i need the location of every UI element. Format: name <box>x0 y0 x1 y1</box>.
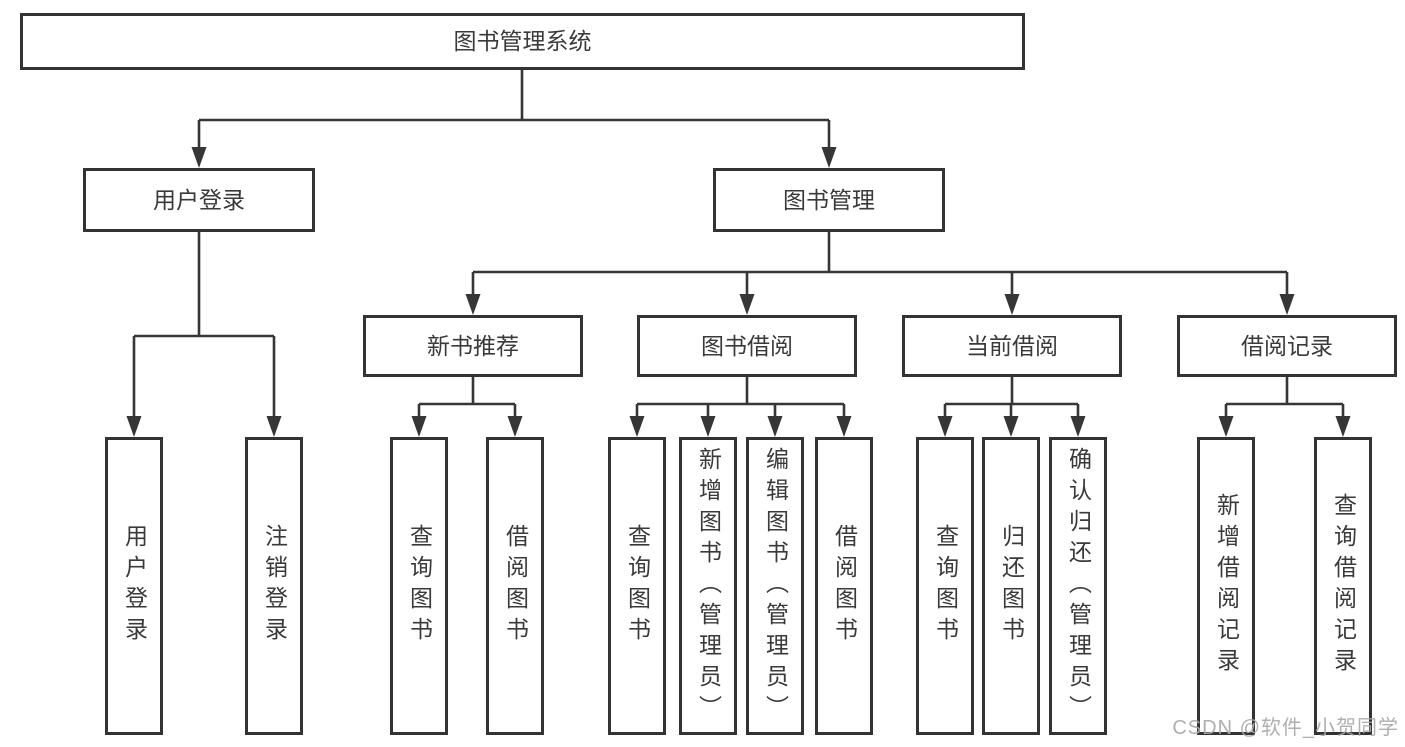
node-label: 借阅图书 <box>831 524 858 648</box>
leaf-query-books-borrow: 查询图书 <box>608 437 666 735</box>
connector-borrow-record-branch <box>1218 377 1351 437</box>
leaf-add-books-admin: 新增图书（管理员） <box>679 437 737 735</box>
node-label: 新书推荐 <box>427 332 519 359</box>
connector-book-borrow-branch <box>629 377 852 437</box>
leaf-query-books-recommend: 查询图书 <box>390 437 448 735</box>
arrowhead <box>411 416 427 437</box>
arrowhead <box>700 416 716 437</box>
connector-current-borrow-branch <box>937 377 1086 437</box>
node-label: 图书管理系统 <box>453 28 592 54</box>
arrowhead <box>1003 416 1019 437</box>
arrowhead <box>1218 416 1234 437</box>
node-label: 用户登录 <box>153 186 245 213</box>
node-label: 归还图书 <box>998 524 1025 648</box>
node-current-borrow: 当前借阅 <box>902 315 1122 377</box>
connector-new-book-branch <box>411 377 523 437</box>
node-new-book-recommend: 新书推荐 <box>363 315 583 377</box>
leaf-return-books: 归还图书 <box>982 437 1040 735</box>
leaf-edit-books-admin: 编辑图书（管理员） <box>746 437 804 735</box>
node-label: 查询图书 <box>932 524 959 648</box>
connector-root-to-level2 <box>191 70 837 168</box>
arrowhead <box>1279 294 1295 315</box>
leaf-logout: 注销登录 <box>245 437 303 735</box>
arrowhead <box>126 416 142 437</box>
arrowhead <box>767 416 783 437</box>
leaf-user-login: 用户登录 <box>105 437 163 735</box>
connector-user-login-branch <box>126 232 282 437</box>
arrowhead <box>465 294 481 315</box>
node-label: 图书管理 <box>783 186 875 213</box>
node-book-management-system: 图书管理系统 <box>20 13 1025 70</box>
node-user-login: 用户登录 <box>83 168 315 232</box>
node-label: 确认归还（管理员） <box>1065 446 1092 726</box>
leaf-query-borrow-record: 查询借阅记录 <box>1314 437 1372 735</box>
node-label: 查询借阅记录 <box>1330 493 1357 679</box>
node-label: 借阅记录 <box>1241 332 1333 359</box>
arrowhead <box>739 294 755 315</box>
leaf-confirm-return-admin: 确认归还（管理员） <box>1049 437 1107 735</box>
arrowhead <box>1004 294 1020 315</box>
arrowhead <box>266 416 282 437</box>
node-label: 注销登录 <box>261 524 288 648</box>
arrowhead <box>836 416 852 437</box>
node-label: 新增借阅记录 <box>1213 493 1240 679</box>
leaf-query-books-current: 查询图书 <box>916 437 974 735</box>
connector-book-management-branch <box>465 232 1295 315</box>
arrowhead <box>937 416 953 437</box>
node-label: 编辑图书（管理员） <box>762 446 789 726</box>
leaf-borrow-books-recommend: 借阅图书 <box>486 437 544 735</box>
node-label: 查询图书 <box>406 524 433 648</box>
arrowhead <box>1070 416 1086 437</box>
arrowhead <box>507 416 523 437</box>
node-label: 查询图书 <box>624 524 651 648</box>
node-book-borrow: 图书借阅 <box>637 315 857 377</box>
node-label: 当前借阅 <box>966 332 1058 359</box>
node-borrow-records: 借阅记录 <box>1177 315 1397 377</box>
node-label: 图书借阅 <box>701 332 793 359</box>
arrowhead <box>1335 416 1351 437</box>
leaf-add-borrow-record: 新增借阅记录 <box>1197 437 1255 735</box>
arrowhead <box>191 147 207 168</box>
node-book-management: 图书管理 <box>713 168 945 232</box>
node-label: 用户登录 <box>121 524 148 648</box>
node-label: 新增图书（管理员） <box>695 446 722 726</box>
arrowhead <box>629 416 645 437</box>
node-label: 借阅图书 <box>502 524 529 648</box>
leaf-borrow-books: 借阅图书 <box>815 437 873 735</box>
csdn-watermark: CSDN @软件_小贺同学 <box>1172 717 1399 739</box>
arrowhead <box>821 147 837 168</box>
